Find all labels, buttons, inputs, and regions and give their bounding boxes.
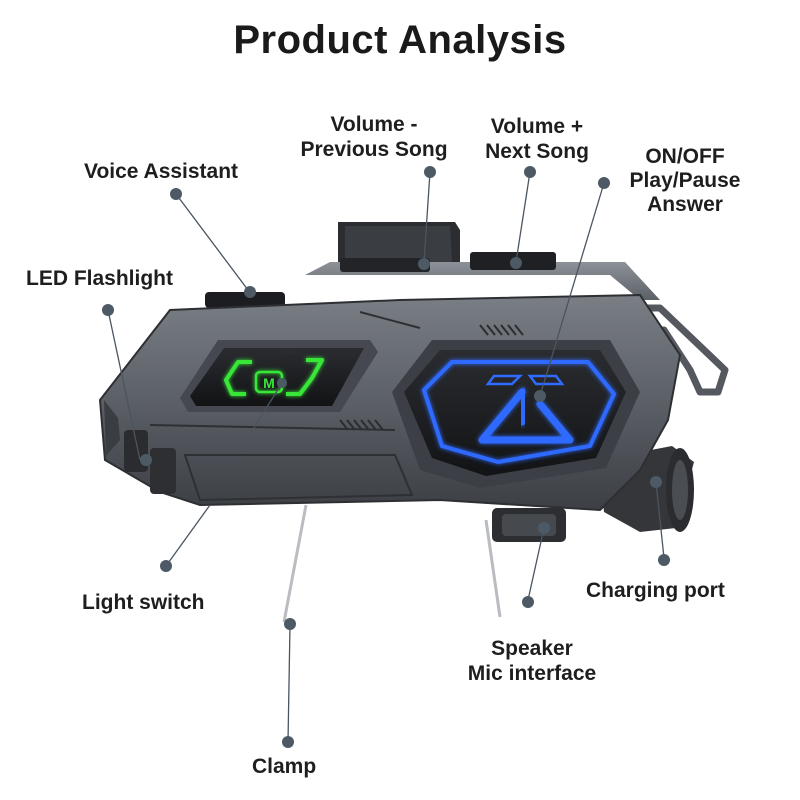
page-title: Product Analysis: [233, 18, 567, 62]
label-volume-plus-line2: Next Song: [485, 140, 589, 163]
rear-module: [205, 222, 660, 308]
clamp-wires: [282, 504, 502, 623]
label-led-flashlight: LED Flashlight: [26, 267, 173, 290]
label-charging-port: Charging port: [586, 579, 725, 602]
speaker-connector: [492, 508, 566, 542]
power-button-pad: [392, 340, 640, 488]
label-voice-assistant: Voice Assistant: [84, 160, 239, 183]
label-speaker-line2: Mic interface: [467, 662, 597, 685]
label-volume-minus: Volume - Previous Song: [286, 112, 462, 162]
callout-dots: [102, 166, 670, 748]
callout-lines: [107, 171, 665, 743]
label-light-switch: Light switch: [82, 591, 205, 614]
m-button-pad: M: [180, 340, 378, 412]
vent-slots: [339, 324, 524, 431]
label-volume-plus-line1: Volume +: [490, 115, 584, 138]
m-button-glyph: M: [263, 375, 275, 391]
label-volume-minus-line1: Volume -: [330, 113, 418, 136]
label-volume-plus: Volume + Next Song: [470, 114, 604, 164]
label-onoff-line3: Answer: [647, 193, 723, 216]
label-speaker-line1: Speaker: [491, 637, 573, 660]
label-onoff-line2: Play/Pause: [629, 169, 741, 192]
label-speaker: Speaker Mic interface: [452, 636, 612, 686]
label-volume-minus-line2: Previous Song: [300, 138, 448, 161]
label-onoff: ON/OFF Play/Pause Answer: [610, 145, 760, 217]
label-onoff-line1: ON/OFF: [645, 145, 725, 168]
label-clamp: Clamp: [252, 755, 317, 778]
